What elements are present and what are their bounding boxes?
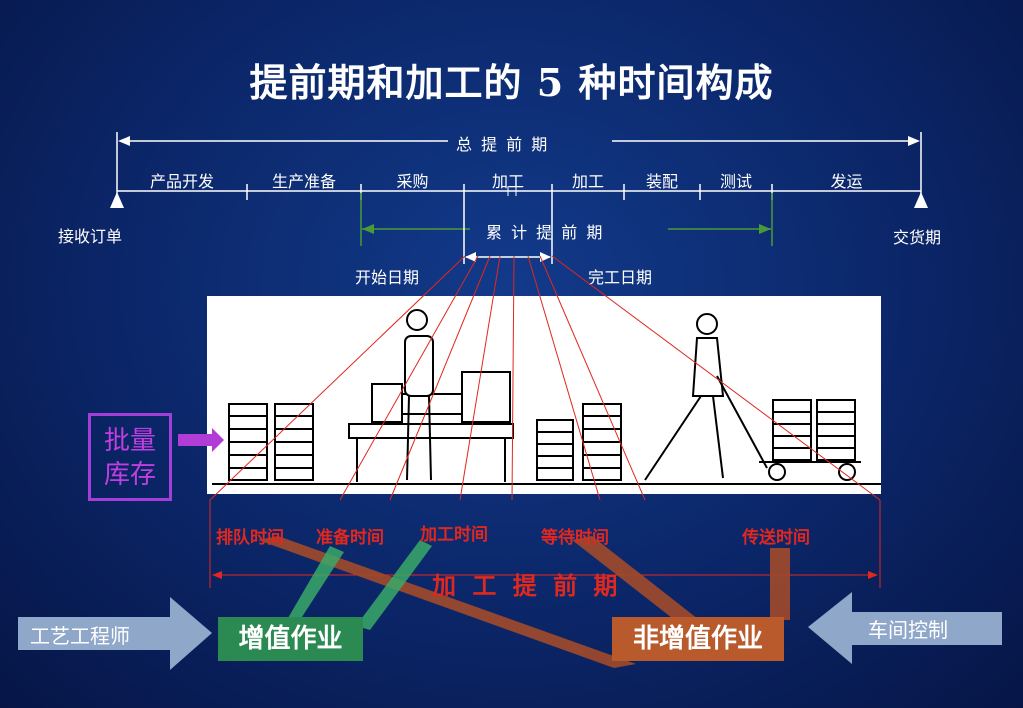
move-time-label: 传送时间: [742, 528, 810, 548]
wait-time-label: 等待时间: [541, 528, 609, 548]
workshop-illustration: [207, 296, 881, 494]
delivery-label: 交货期: [893, 228, 942, 247]
segment-purchasing: 采购: [396, 172, 429, 191]
page-title: 提前期和加工的 5 种时间构成: [249, 60, 774, 105]
start-date-label: 开始日期: [355, 268, 420, 287]
shop-floor-control-label: 车间控制: [868, 618, 948, 642]
segment-processing-2: 加工: [571, 172, 604, 191]
processing-leadtime-label: 加 工 提 前 期: [432, 571, 622, 600]
order-received-label: 接收订单: [58, 227, 123, 246]
value-added-box: 增值作业: [218, 617, 363, 661]
segment-assembly: 装配: [645, 172, 678, 191]
batch-inventory-line2: 库存: [103, 460, 156, 490]
cumulative-leadtime-label: 累 计 提 前 期: [486, 223, 605, 242]
non-value-added-box: 非增值作业: [612, 617, 784, 661]
finish-date-label: 完工日期: [588, 268, 653, 287]
total-leadtime-label: 总 提 前 期: [456, 135, 550, 154]
process-engineer-label: 工艺工程师: [30, 624, 130, 648]
queue-time-label: 排队时间: [216, 528, 284, 548]
batch-inventory-line1: 批量: [103, 426, 156, 456]
batch-inventory-box: 批量 库存: [88, 413, 172, 501]
segment-processing-1: 加工: [491, 172, 524, 191]
segment-testing: 测试: [719, 172, 752, 191]
run-time-label: 加工时间: [420, 525, 488, 545]
setup-time-label: 准备时间: [316, 528, 384, 548]
segment-production-prep: 生产准备: [271, 172, 336, 191]
segment-product-development: 产品开发: [149, 172, 214, 191]
segment-shipping: 发运: [830, 172, 863, 191]
